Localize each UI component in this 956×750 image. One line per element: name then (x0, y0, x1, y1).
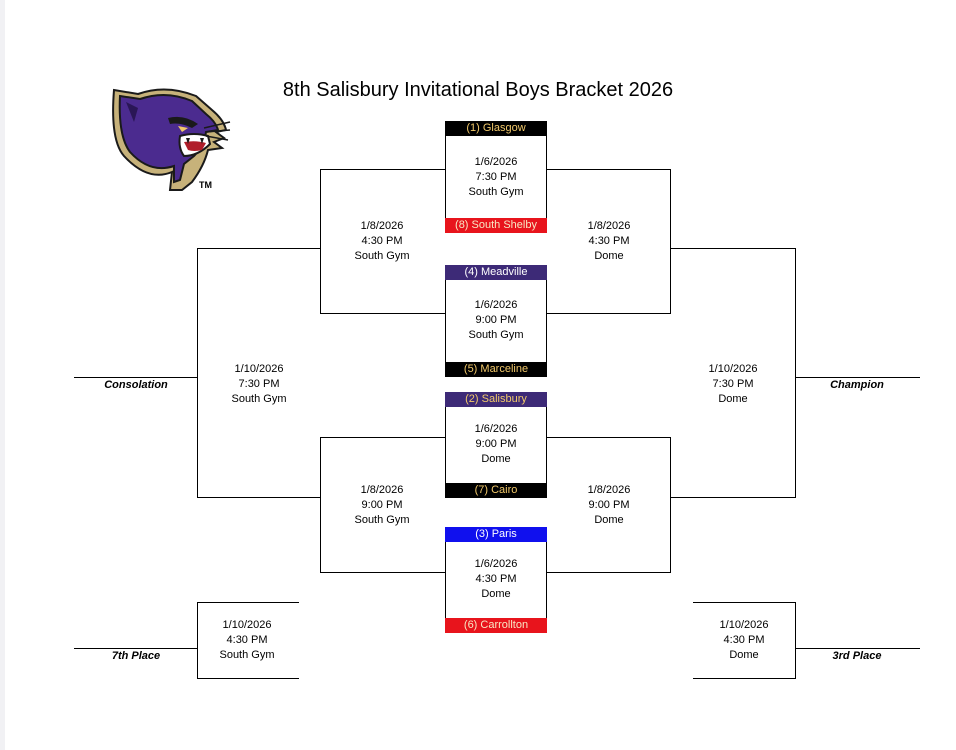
semi-consolation-bottom-info: 1/8/2026 9:00 PM South Gym (322, 483, 442, 528)
game-box-4 (445, 527, 547, 632)
game-1-info: 1/6/2026 7:30 PM South Gym (436, 155, 556, 200)
semi-consolation-bottom-date: 1/8/2026 (360, 484, 404, 496)
line-left-g4 (320, 572, 445, 573)
line-left-g3 (320, 437, 445, 438)
line-right-g1 (547, 169, 671, 170)
line-third-bottom (693, 678, 795, 679)
semi-consolation-top-info: 1/8/2026 4:30 PM South Gym (322, 219, 442, 264)
line-consolation-out (74, 377, 197, 378)
semi-winners-bottom-time: 9:00 PM (588, 499, 630, 511)
semi-consolation-bottom-site: South Gym (354, 514, 410, 526)
page-title: 8th Salisbury Invitational Boys Bracket … (282, 79, 674, 101)
line-third-v (795, 602, 796, 679)
line-left-semi-bottom-out (197, 497, 320, 498)
label-third-place: 3rd Place (832, 650, 882, 662)
line-left-g1 (320, 169, 445, 170)
line-left-semi-top-out (197, 248, 320, 249)
game-1-time: 7:30 PM (475, 171, 517, 183)
team-banner-south-shelby: (8) South Shelby (445, 218, 547, 233)
label-seventh-place: 7th Place (111, 650, 161, 662)
line-third-top (693, 602, 795, 603)
semi-consolation-top-time: 4:30 PM (361, 235, 403, 247)
line-seventh-out (74, 648, 197, 649)
team-banner-marceline: (5) Marceline (445, 362, 547, 377)
final-champion-site: Dome (718, 393, 748, 405)
final-consolation-date: 1/10/2026 (234, 363, 284, 375)
game-1-site: South Gym (468, 186, 524, 198)
final-seventh-time: 4:30 PM (226, 634, 268, 646)
team-banner-salisbury: (2) Salisbury (445, 392, 547, 407)
team-banner-carrollton: (6) Carrollton (445, 618, 547, 633)
final-third-time: 4:30 PM (723, 634, 765, 646)
final-champion-date: 1/10/2026 (708, 363, 758, 375)
label-consolation: Consolation (104, 379, 168, 391)
game-4-time: 4:30 PM (475, 573, 517, 585)
game-3-time: 9:00 PM (475, 438, 517, 450)
semi-winners-bottom-date: 1/8/2026 (587, 484, 631, 496)
line-left-semi-top-v (320, 169, 321, 314)
game-2-date: 1/6/2026 (474, 299, 518, 311)
line-right-g2 (547, 313, 671, 314)
semi-winners-top-time: 4:30 PM (588, 235, 630, 247)
final-consolation-time: 7:30 PM (238, 378, 280, 390)
line-seventh-top (197, 602, 299, 603)
semi-winners-top-date: 1/8/2026 (587, 220, 631, 232)
line-seventh-v (197, 602, 198, 679)
final-third-info: 1/10/2026 4:30 PM Dome (684, 618, 804, 663)
final-champion-time: 7:30 PM (712, 378, 754, 390)
semi-consolation-bottom-time: 9:00 PM (361, 499, 403, 511)
game-2-site: South Gym (468, 329, 524, 341)
game-4-info: 1/6/2026 4:30 PM Dome (436, 557, 556, 602)
game-4-site: Dome (481, 588, 511, 600)
line-right-semi-bottom-out (670, 497, 795, 498)
final-seventh-site: South Gym (219, 649, 275, 661)
line-champion-v (795, 248, 796, 498)
line-third-out (795, 648, 920, 649)
game-4-date: 1/6/2026 (474, 558, 518, 570)
game-2-time: 9:00 PM (475, 314, 517, 326)
final-seventh-date: 1/10/2026 (222, 619, 272, 631)
team-banner-paris: (3) Paris (445, 527, 547, 542)
line-right-g4 (547, 572, 671, 573)
team-banner-meadville: (4) Meadville (445, 265, 547, 280)
semi-winners-bottom-info: 1/8/2026 9:00 PM Dome (549, 483, 669, 528)
game-2-info: 1/6/2026 9:00 PM South Gym (436, 298, 556, 343)
panther-head-icon (112, 88, 231, 191)
game-1-date: 1/6/2026 (474, 156, 518, 168)
line-left-semi-bottom-v (320, 437, 321, 573)
semi-winners-top-site: Dome (594, 250, 624, 262)
final-consolation-info: 1/10/2026 7:30 PM South Gym (199, 362, 319, 407)
semi-consolation-top-date: 1/8/2026 (360, 220, 404, 232)
game-3-site: Dome (481, 453, 511, 465)
line-champion-out (795, 377, 920, 378)
final-seventh-info: 1/10/2026 4:30 PM South Gym (187, 618, 307, 663)
line-left-g2 (320, 313, 445, 314)
game-3-date: 1/6/2026 (474, 423, 518, 435)
semi-winners-top-info: 1/8/2026 4:30 PM Dome (549, 219, 669, 264)
line-consolation-v (197, 248, 198, 498)
game-box-2 (445, 265, 547, 377)
team-banner-glasgow: (1) Glasgow (445, 121, 547, 136)
final-third-date: 1/10/2026 (719, 619, 769, 631)
semi-winners-bottom-site: Dome (594, 514, 624, 526)
line-right-semi-top-v (670, 169, 671, 314)
game-box-1 (445, 121, 547, 233)
line-seventh-bottom (197, 678, 299, 679)
line-right-g3 (547, 437, 671, 438)
label-champion: Champion (830, 379, 884, 391)
line-right-semi-bottom-v (670, 437, 671, 573)
line-right-semi-top-out (670, 248, 795, 249)
semi-consolation-top-site: South Gym (354, 250, 410, 262)
trademark-mark: TM (199, 180, 212, 190)
final-champion-info: 1/10/2026 7:30 PM Dome (673, 362, 793, 407)
team-banner-cairo: (7) Cairo (445, 483, 547, 498)
final-consolation-site: South Gym (231, 393, 287, 405)
final-third-site: Dome (729, 649, 759, 661)
game-3-info: 1/6/2026 9:00 PM Dome (436, 422, 556, 467)
page-edge (0, 0, 5, 750)
